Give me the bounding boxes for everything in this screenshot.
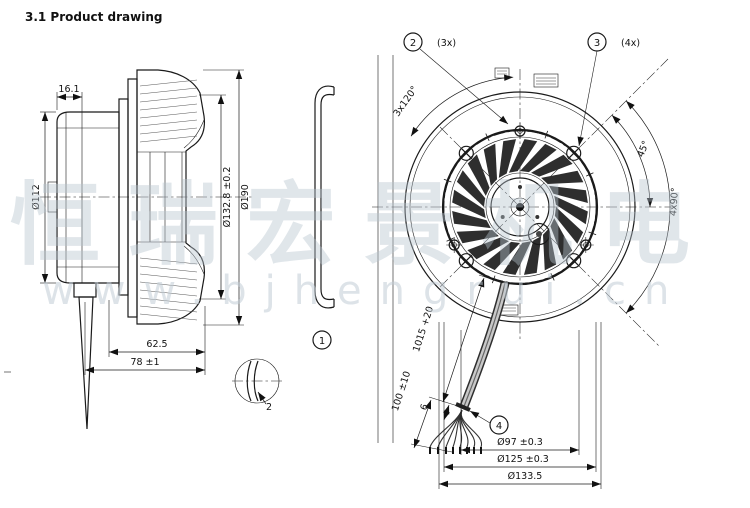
callout-1-circle bbox=[312, 330, 332, 350]
motor-body bbox=[47, 111, 120, 284]
outer-ring bbox=[404, 91, 636, 323]
dim-label-62-5: 62.5 bbox=[146, 339, 167, 350]
side-view: 16.1 Ø112 Ø132.8 ±0.2 Ø190 62.5 78 ±1 bbox=[4, 69, 282, 430]
cable-wires bbox=[429, 409, 482, 454]
callout-2-label: 2 bbox=[410, 38, 416, 49]
profile-view: 1 bbox=[312, 85, 335, 350]
dim-label-cable-length: 1015 +20 bbox=[411, 305, 436, 353]
callout-2-qty: (3x) bbox=[437, 38, 456, 49]
dim-label-d112: Ø112 bbox=[31, 184, 42, 210]
front-view-annotations: 2 (3x) 3 (4x) 4 1015 +20 100 ±10 bbox=[377, 32, 640, 489]
cable-sheath-end bbox=[455, 402, 471, 412]
callout-3-label: 3 bbox=[594, 38, 600, 49]
dim-label-strip-length: 100 ±10 bbox=[390, 370, 413, 413]
detail-circle: 2 bbox=[232, 358, 282, 413]
page-title: 3.1 Product drawing bbox=[25, 10, 163, 24]
cable-dimensions: 1015 +20 100 ±10 6 bbox=[390, 274, 504, 453]
impeller-outline bbox=[136, 69, 206, 325]
dim-label-d97: Ø97 ±0.3 bbox=[497, 437, 543, 448]
dim-label-d190: Ø190 bbox=[240, 184, 251, 210]
dim-label-2: 2 bbox=[266, 402, 272, 413]
callout-3-qty: (4x) bbox=[621, 38, 640, 49]
hub bbox=[490, 177, 551, 246]
front-view: 45° 4x90° 3x120° bbox=[372, 58, 681, 348]
holes-3x bbox=[446, 123, 594, 253]
dim-label-d125: Ø125 ±0.3 bbox=[497, 454, 549, 465]
angular-dimensions: 45° 4x90° 3x120° bbox=[392, 74, 681, 314]
dim-label-d132-8: Ø132.8 ±0.2 bbox=[222, 167, 233, 228]
side-cable bbox=[73, 282, 97, 430]
callout-4-circle bbox=[489, 415, 509, 435]
dim-label-4x90: 4x90° bbox=[668, 187, 681, 216]
callout-1-label: 1 bbox=[319, 336, 325, 347]
blade-hatch bbox=[139, 79, 198, 321]
dim-label-45: 45° bbox=[635, 139, 652, 159]
dim-label-78: 78 ±1 bbox=[130, 357, 159, 368]
cable-gland bbox=[527, 222, 551, 246]
callout-2-circle bbox=[403, 32, 423, 52]
screws-4x bbox=[458, 145, 582, 269]
dim-label-d133-5: Ø133.5 bbox=[508, 471, 543, 482]
diameter-dimensions: Ø97 ±0.3 Ø125 ±0.3 Ø133.5 bbox=[438, 322, 602, 489]
impeller-blades bbox=[452, 139, 588, 275]
side-dimensions: 16.1 Ø112 Ø132.8 ±0.2 Ø190 62.5 78 ±1 bbox=[31, 69, 251, 375]
dim-label-3x120: 3x120° bbox=[392, 84, 421, 119]
impeller-backplate bbox=[127, 78, 138, 318]
dim-label-6: 6 bbox=[418, 403, 430, 412]
dim-label-16-1: 16.1 bbox=[58, 84, 79, 95]
rim-ticks bbox=[443, 130, 597, 284]
callout-4-label: 4 bbox=[496, 421, 502, 432]
